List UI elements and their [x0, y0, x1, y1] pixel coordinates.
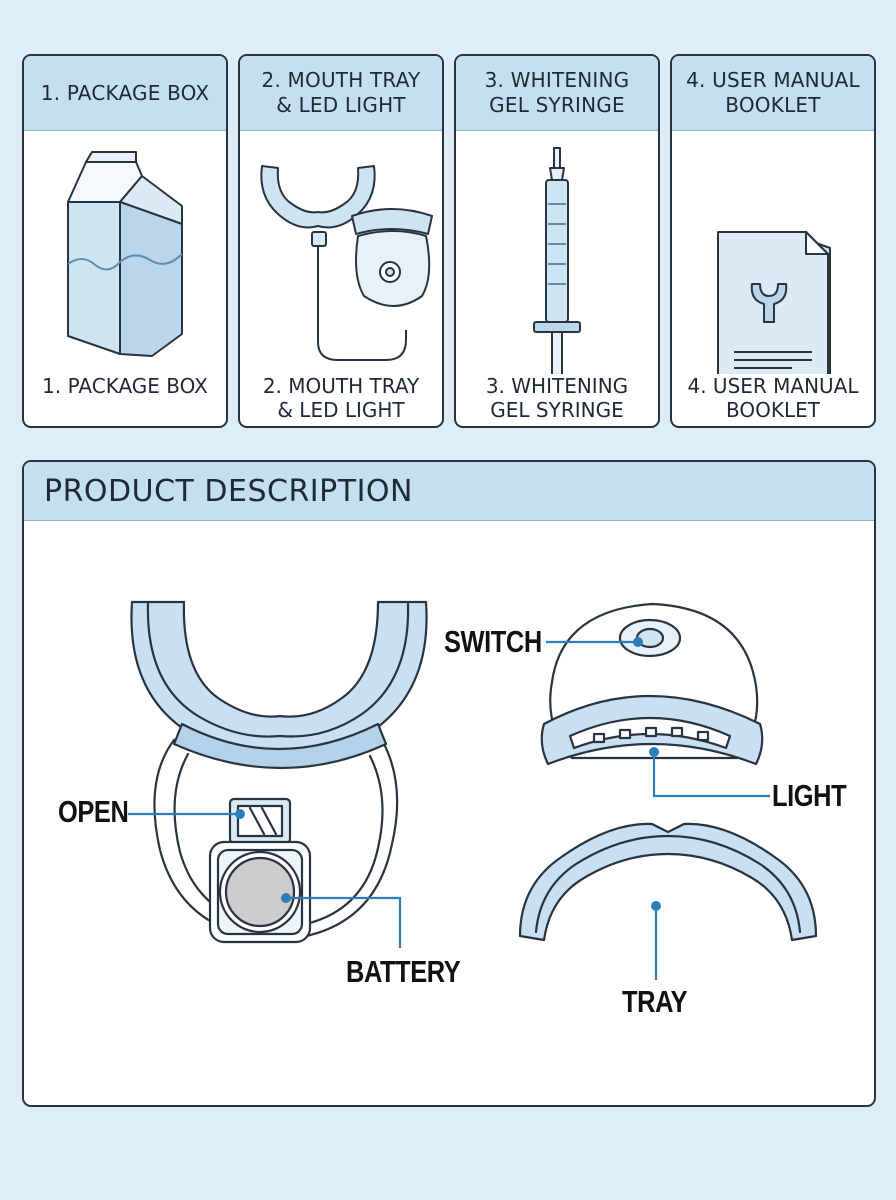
card-header: 3. WHITENING GEL SYRINGE [456, 56, 658, 131]
label-tray: TRAY [622, 984, 688, 1019]
label-switch: SWITCH [444, 624, 542, 659]
card-header: 4. USER MANUAL BOOKLET [672, 56, 874, 131]
content-card-package-box: 1. PACKAGE BOX 1. PACKAGE BOX [22, 54, 228, 428]
card-header: 2. MOUTH TRAY & LED LIGHT [240, 56, 442, 131]
label-battery: BATTERY [346, 954, 461, 989]
mouth-tray-led-icon [240, 144, 442, 414]
card-caption: 1. PACKAGE BOX [42, 374, 208, 398]
label-open: OPEN [58, 794, 129, 829]
section-title: PRODUCT DESCRIPTION [24, 462, 874, 521]
package-box-icon [24, 144, 226, 414]
manual-booklet-icon [672, 144, 874, 414]
product-diagram [128, 600, 818, 980]
mouth-tray [130, 600, 428, 770]
label-light: LIGHT [772, 778, 847, 813]
led-light-unit [540, 602, 764, 766]
content-card-syringe: 3. WHITENING GEL SYRINGE 3. WHITENING GE… [454, 54, 660, 428]
card-caption: 2. MOUTH TRAY & LED LIGHT [262, 374, 420, 422]
tray-piece [518, 822, 818, 942]
card-header: 1. PACKAGE BOX [24, 56, 226, 131]
content-card-mouth-tray: 2. MOUTH TRAY & LED LIGHT 2. MOUTH TRAY … [238, 54, 444, 428]
product-description-panel: PRODUCT DESCRIPTION [22, 460, 876, 1107]
open-latch [228, 797, 292, 845]
content-card-manual: 4. USER MANUAL BOOKLET 4. USER MANUAL BO… [670, 54, 876, 428]
syringe-icon [456, 144, 658, 414]
battery-compartment [208, 840, 312, 944]
card-caption: 4. USER MANUAL BOOKLET [687, 374, 859, 422]
card-caption: 3. WHITENING GEL SYRINGE [485, 374, 629, 422]
